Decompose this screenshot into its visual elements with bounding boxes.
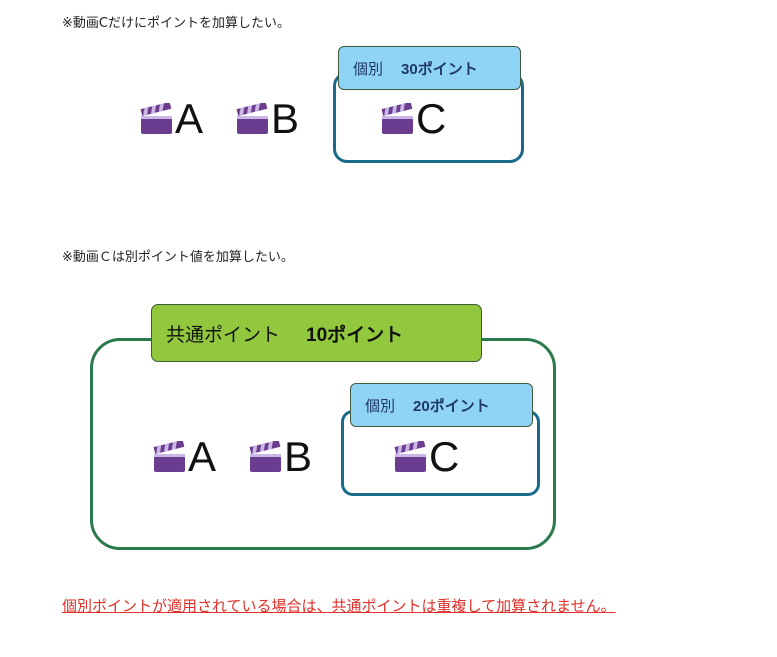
footer-note: 個別ポイントが適用されている場合は、共通ポイントは重複して加算されません。 xyxy=(62,597,616,615)
section1-item-c: C xyxy=(381,98,446,140)
section2-common-tab-label: 共通ポイント xyxy=(166,323,281,346)
section2-note: ※動画Ｃは別ポイント値を加算したい。 xyxy=(62,250,294,265)
clapperboard-icon xyxy=(153,441,185,472)
section1-item-c-letter: C xyxy=(416,95,447,142)
section1-individual-tab-points: 30ポイント xyxy=(401,60,478,78)
clapperboard-icon xyxy=(140,103,172,134)
section2-individual-tab: 個別 20ポイント xyxy=(350,383,533,427)
section2-item-b-letter: B xyxy=(284,433,313,480)
clapperboard-icon xyxy=(381,103,413,134)
section2-common-tab-points: 10ポイント xyxy=(306,324,404,346)
clapperboard-icon xyxy=(249,441,281,472)
section1-item-b: B xyxy=(236,98,299,140)
section1-item-a-letter: A xyxy=(175,95,204,142)
section2-common-tab: 共通ポイント 10ポイント xyxy=(151,304,482,362)
section1-item-a: A xyxy=(140,98,203,140)
section2-item-a: A xyxy=(153,436,216,478)
section2-item-b: B xyxy=(249,436,312,478)
section2-individual-tab-label: 個別 xyxy=(365,396,396,415)
section2-item-a-letter: A xyxy=(188,433,217,480)
section2-individual-tab-points: 20ポイント xyxy=(413,397,490,415)
section2-item-c: C xyxy=(394,436,459,478)
section1-note: ※動画Cだけにポイントを加算したい。 xyxy=(62,16,290,31)
clapperboard-icon xyxy=(236,103,268,134)
section1-individual-tab-label: 個別 xyxy=(353,59,384,78)
clapperboard-icon xyxy=(394,441,426,472)
section1-individual-tab: 個別 30ポイント xyxy=(338,46,521,90)
section2-item-c-letter: C xyxy=(429,433,460,480)
section1-item-b-letter: B xyxy=(271,95,300,142)
